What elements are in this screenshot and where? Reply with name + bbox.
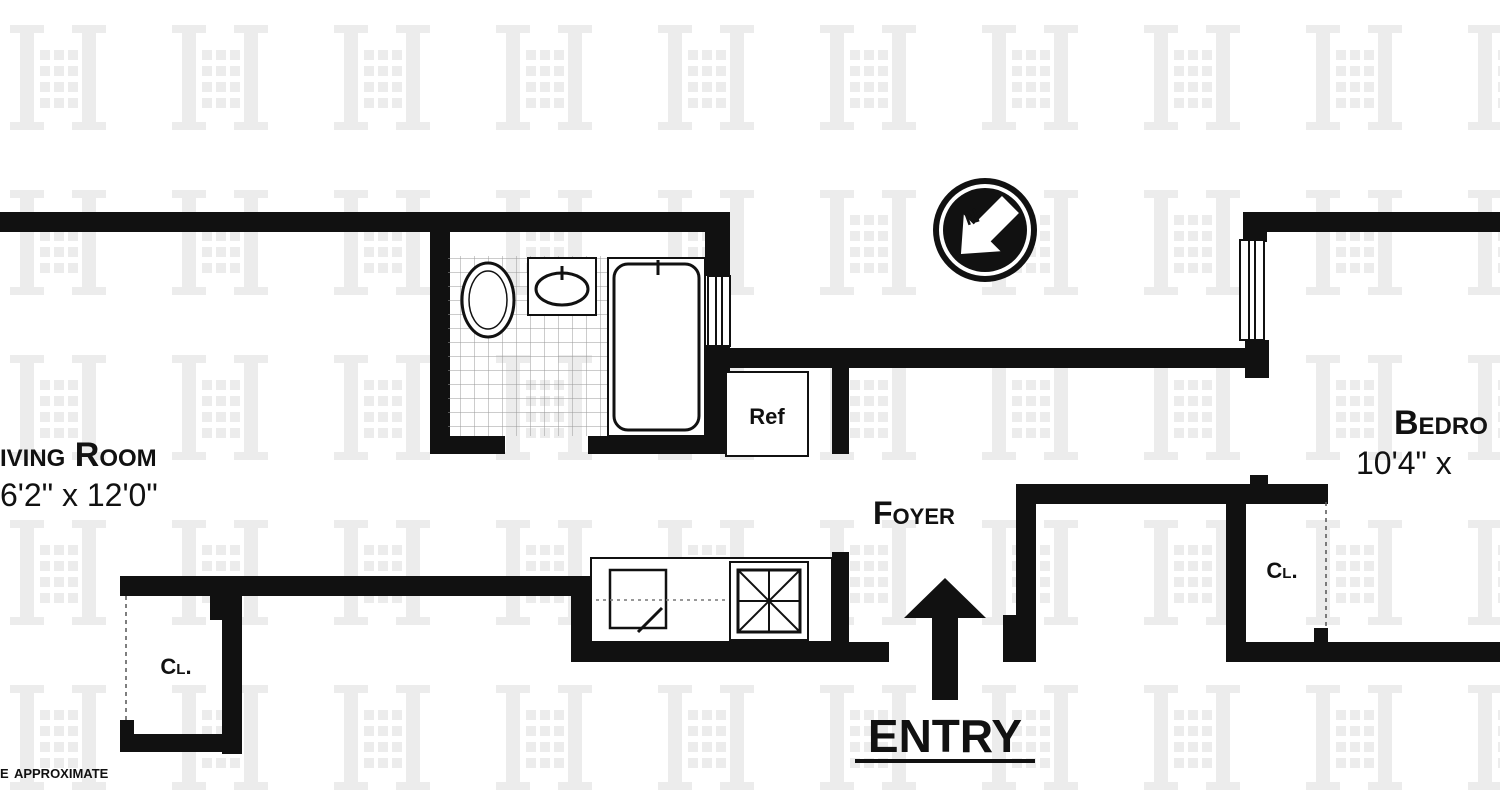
foyer-name: Foyer [873, 495, 955, 531]
compass-letter: N [961, 205, 982, 231]
closet-left-label: Cl. [160, 654, 191, 679]
compass-icon: N [933, 178, 1037, 282]
entry-label: ENTRY [868, 710, 1022, 762]
kitchen-sink-icon [608, 568, 668, 634]
kitchen-counter [590, 557, 833, 643]
bathtub-icon [607, 257, 706, 437]
refrigerator: Ref [725, 371, 809, 457]
entry-underline [855, 759, 1035, 763]
entry-arrow-icon [904, 578, 986, 700]
refrigerator-label: Ref [749, 404, 785, 429]
bedroom-dimensions: 10'4" x [1356, 445, 1452, 481]
footnote: e approximate [0, 762, 109, 783]
toilet-icon [460, 261, 516, 339]
bathroom [448, 256, 706, 437]
closet-right-label: Cl. [1266, 558, 1297, 583]
living-room-dimensions: 6'2" x 12'0" [0, 477, 158, 513]
stove-icon [729, 561, 809, 641]
windows [707, 239, 1265, 347]
walls [0, 212, 1500, 754]
living-room-name: iving Room [0, 436, 157, 474]
sink-icon [527, 257, 597, 316]
bedroom-name: Bedro [1394, 404, 1488, 442]
closet-doors [125, 502, 1327, 720]
